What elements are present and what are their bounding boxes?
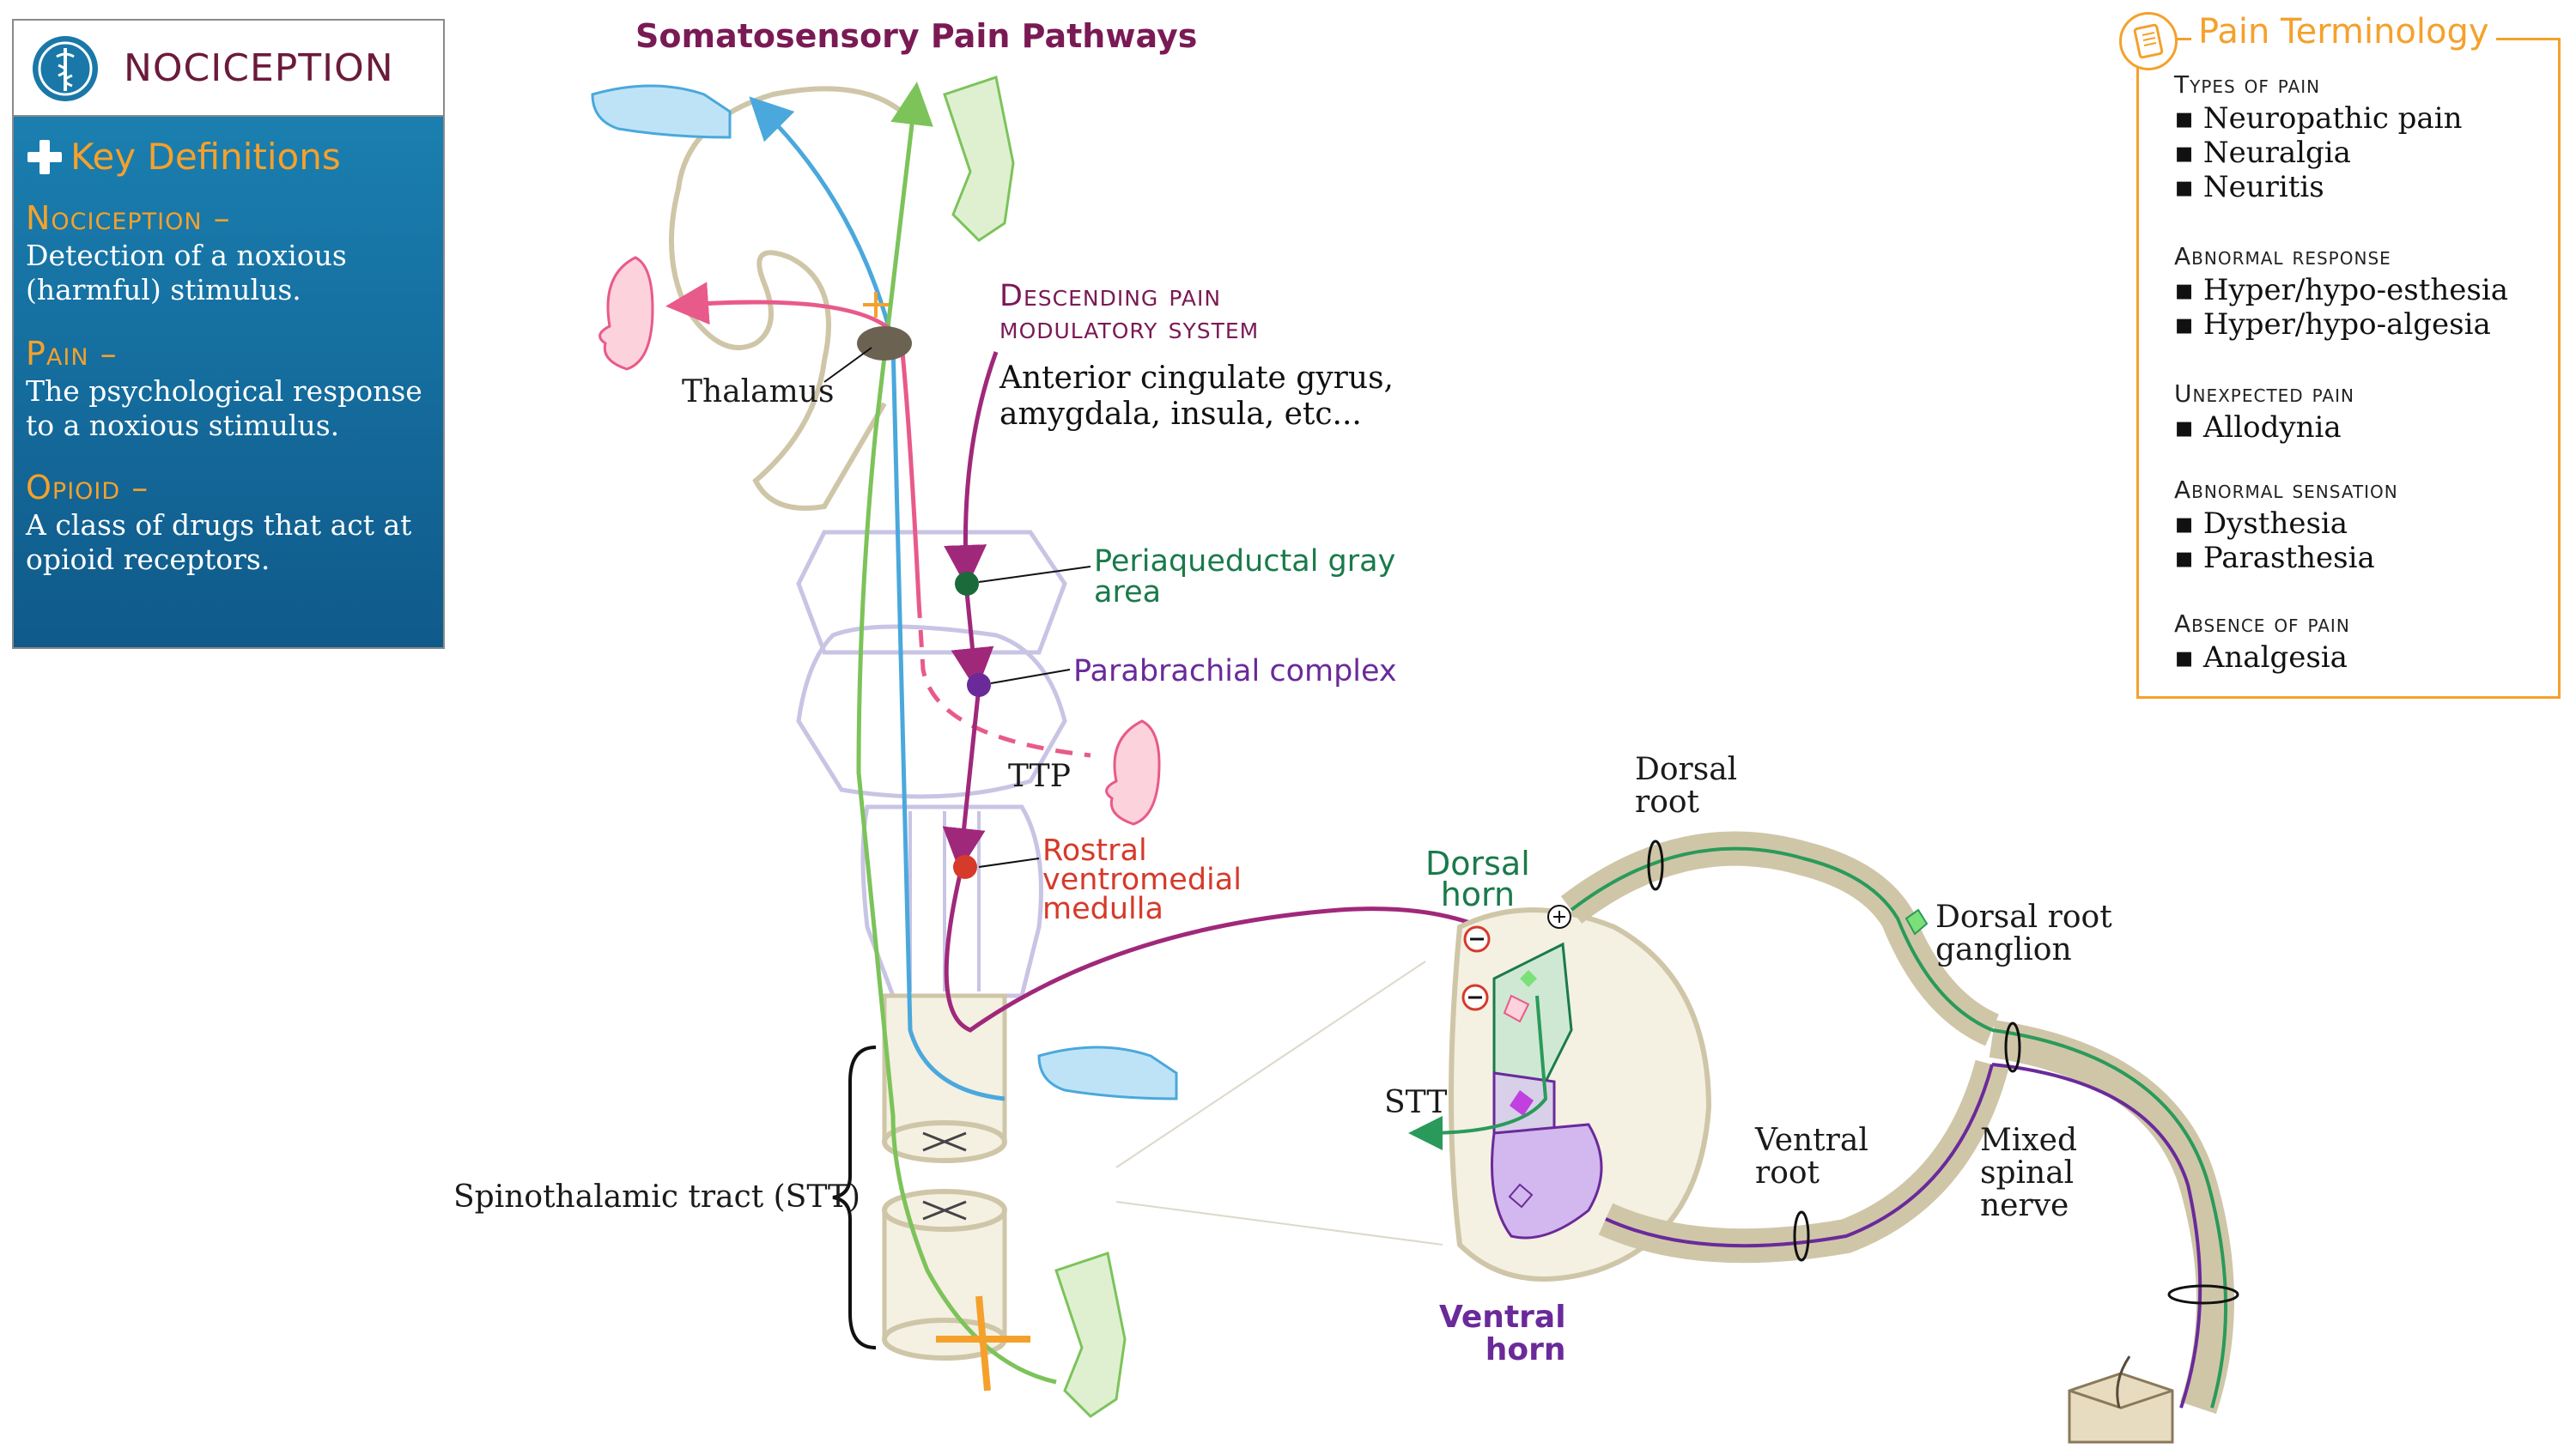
- ventral-horn-line: horn: [1485, 1332, 1566, 1367]
- pag-nucleus: [955, 572, 979, 596]
- term-opioid: Opioid –: [26, 469, 149, 506]
- mixed-nerve-line: Mixed: [1980, 1123, 2078, 1158]
- definition-opioid: A class of drugs that act at opioid rece…: [26, 508, 412, 576]
- leg-icon: [943, 76, 1015, 242]
- stt-brace: [832, 1046, 877, 1349]
- notepad-icon: [2119, 12, 2178, 70]
- orange-star-icon: [863, 292, 889, 318]
- rvm-nucleus: [953, 855, 977, 879]
- term-group-heading: Abnormal sensation: [2174, 476, 2398, 504]
- definitions-heading: Key Definitions: [27, 136, 341, 178]
- rvm-label-line: ventromedial: [1042, 863, 1242, 897]
- mixed-nerve-line: spinal: [1980, 1155, 2075, 1191]
- mixed-nerve-line: nerve: [1980, 1188, 2069, 1223]
- term-item: Neuralgia: [2174, 136, 2351, 170]
- dorsal-horn-line: Dorsal: [1425, 845, 1530, 882]
- dorsal-root-line: root: [1635, 785, 1700, 820]
- ventral-horn-line: Ventral: [1439, 1300, 1566, 1335]
- ventral-root-line: root: [1755, 1155, 1820, 1191]
- ventral-root-line: Ventral: [1755, 1123, 1868, 1158]
- ventral-root-fiber: [1605, 1064, 1994, 1248]
- term-item: Dysthesia: [2174, 506, 2348, 541]
- drg-diamond: [1905, 908, 1929, 936]
- dorsal-horn-line: horn: [1440, 876, 1516, 913]
- dorsal-horn-shape: [1492, 942, 1573, 1083]
- ventral-root-label: Ventral root: [1755, 1125, 1868, 1190]
- descending-pathway: [944, 351, 999, 588]
- leg-icon: [1054, 1252, 1127, 1418]
- term-group-heading: Types of pain: [2174, 70, 2321, 99]
- term-item: Parasthesia: [2174, 541, 2375, 575]
- spinothalamic-tract-label: Spinothalamic tract (STT): [453, 1179, 861, 1215]
- term-item: Analgesia: [2174, 640, 2348, 675]
- dorsal-root-label: Dorsal root: [1635, 754, 1737, 819]
- pag-label-line: Periaqueductal gray: [1094, 544, 1396, 579]
- dorsal-root-ganglion-label: Dorsal root ganglion: [1935, 901, 2112, 967]
- rvm-label: Rostral ventromedial medulla: [1042, 834, 1242, 926]
- term-item: Neuritis: [2174, 170, 2324, 204]
- thalamus: [857, 326, 912, 361]
- definition-pain: The psychological response to a noxious …: [26, 374, 422, 442]
- descending-body-line: amygdala, insula, etc...: [999, 397, 1362, 432]
- thalamus-label: Thalamus: [682, 374, 835, 409]
- term-item: Hyper/hypo-esthesia: [2174, 273, 2508, 307]
- ventral-horn-label: Ventral horn: [1439, 1301, 1566, 1367]
- term-nociception: Nociception –: [26, 199, 231, 237]
- pag-label: Periaqueductal gray area: [1094, 546, 1395, 608]
- ttp-label: TTP: [1008, 759, 1071, 794]
- medulla-outline: [860, 804, 1043, 998]
- descending-system-description: Anterior cingulate gyrus, amygdala, insu…: [999, 361, 1394, 433]
- cortex-outline: [669, 86, 903, 511]
- term-pain: Pain –: [26, 335, 118, 373]
- rvm-label-line: medulla: [1042, 892, 1163, 926]
- mixed-nerve-fiber-purple: [1991, 1063, 2202, 1409]
- parabrachial-label: Parabrachial complex: [1073, 654, 1397, 688]
- definition-nociception: Detection of a noxious (harmful) stimulu…: [26, 239, 347, 306]
- term-item: Hyper/hypo-algesia: [2174, 307, 2491, 342]
- pink-dashed-pathway: [916, 600, 1091, 758]
- dorsal-root-fiber: [1570, 846, 1993, 1032]
- term-group-heading: Unexpected pain: [2174, 379, 2354, 408]
- term-group-heading: Absence of pain: [2174, 609, 2350, 638]
- definitions-panel: Key Definitions Nociception – Detection …: [12, 117, 445, 649]
- hand-icon: [591, 84, 732, 139]
- diagram-title: Somatosensory Pain Pathways: [635, 17, 1198, 55]
- mixed-nerve-fiber-green: [1991, 1028, 2228, 1409]
- orange-cross-icon: [936, 1295, 1030, 1391]
- definitions-heading-text: Key Definitions: [70, 136, 341, 178]
- parabrachial-nucleus: [967, 673, 991, 697]
- face-icon: [598, 256, 654, 371]
- term-item: Allodynia: [2174, 410, 2342, 445]
- mixed-spinal-nerve-label: Mixed spinal nerve: [1980, 1125, 2077, 1222]
- stt-arrow: [1408, 995, 1548, 1150]
- drg-line: ganglion: [1935, 932, 2072, 967]
- descending-title-line: modulatory system: [999, 312, 1260, 346]
- hand-icon: [1037, 1046, 1178, 1100]
- rvm-label-line: Rostral: [1042, 834, 1147, 868]
- face-icon: [1105, 719, 1161, 826]
- term-item: Neuropathic pain: [2174, 101, 2463, 136]
- dorsal-horn-label: Dorsal horn: [1425, 845, 1530, 913]
- descending-system-label: Descending pain modulatory system: [999, 280, 1259, 345]
- dorsal-root-line: Dorsal: [1635, 752, 1738, 787]
- mixed-spinal-nerve: [1989, 1020, 2234, 1414]
- terminology-title: Pain Terminology: [2191, 12, 2496, 52]
- descending-body-line: Anterior cingulate gyrus,: [999, 361, 1394, 396]
- drg-line: Dorsal root: [1935, 900, 2112, 935]
- midbrain-outline: [796, 530, 1067, 655]
- title-box: NOCICEPTION: [12, 19, 445, 117]
- caduceus-icon: [33, 36, 98, 101]
- pag-label-line: area: [1094, 575, 1162, 609]
- term-group-heading: Abnormal response: [2174, 242, 2391, 270]
- descending-title-line: Descending pain: [999, 279, 1222, 313]
- stt-label: STT: [1384, 1085, 1448, 1120]
- pons-outline: [796, 624, 1067, 799]
- plus-icon: [27, 140, 62, 174]
- page-title: NOCICEPTION: [124, 46, 394, 90]
- ventral-horn-shape: [1491, 1123, 1603, 1240]
